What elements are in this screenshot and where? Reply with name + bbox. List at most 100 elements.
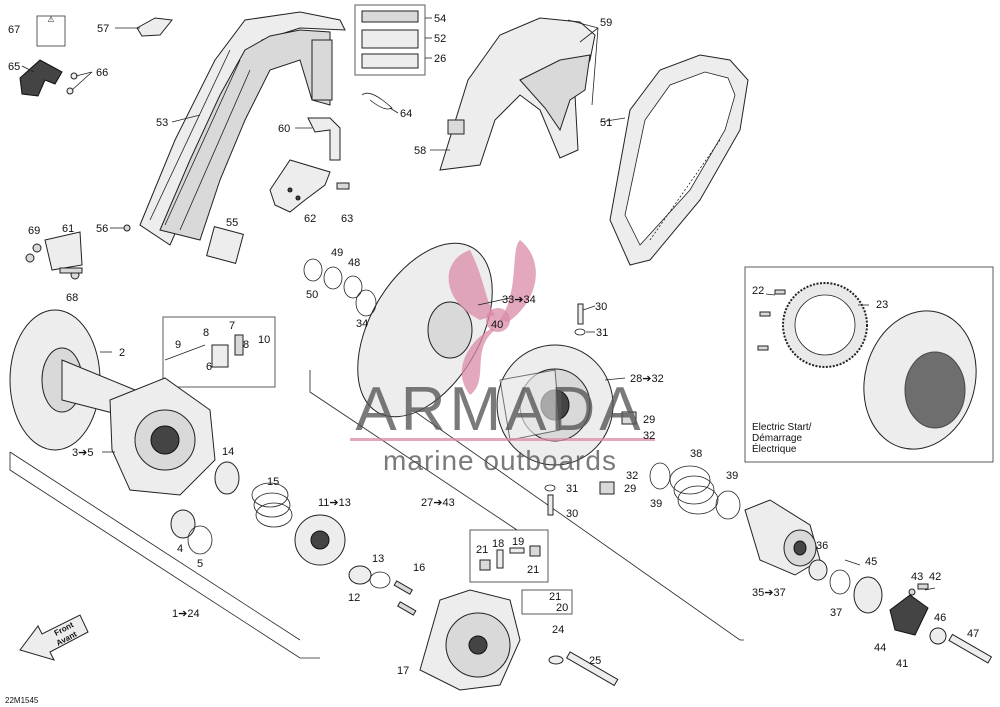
fixed-sheave [9, 309, 149, 451]
label-2: 2 [119, 347, 125, 359]
cover-17 [419, 589, 521, 691]
label-32b: 32 [626, 470, 638, 482]
label-6: 6 [206, 361, 212, 373]
label-24: 24 [552, 624, 564, 636]
label-40: 40 [491, 319, 503, 331]
electric-start-line2: Démarrage [752, 433, 802, 444]
screw-63 [336, 182, 350, 190]
label-28: 28➔32 [630, 373, 664, 385]
label-1: 1➔24 [172, 608, 200, 620]
bracket-62 [269, 159, 331, 213]
label-5: 5 [197, 558, 203, 570]
label-21c: 21 [549, 591, 561, 603]
label-8a: 8 [203, 327, 209, 339]
label-66: 66 [96, 67, 108, 79]
label-23: 23 [876, 299, 888, 311]
watermark-title: ARMADA [355, 375, 644, 444]
decal-54 [361, 10, 419, 23]
bracket-61 [44, 231, 83, 271]
label-14: 14 [222, 446, 234, 458]
assembly-group-lines [9, 370, 744, 659]
label-21a: 21 [476, 544, 488, 556]
label-55: 55 [226, 217, 238, 229]
label-19: 19 [512, 536, 524, 548]
label-20: 20 [556, 602, 568, 614]
label-43: 43 [911, 571, 923, 583]
bolt-25 [565, 651, 619, 687]
label-18: 18 [492, 538, 504, 550]
washer-50 [303, 258, 323, 282]
movable-sheave [109, 377, 216, 496]
label-42: 42 [929, 571, 941, 583]
electric-start-line3: Électrique [752, 442, 797, 455]
driven-movable-sheave [496, 344, 614, 466]
ring-5 [187, 525, 213, 555]
label-16: 16 [413, 562, 425, 574]
label-46: 46 [934, 612, 946, 624]
label-52: 52 [434, 33, 446, 45]
bushing-kit-box [521, 589, 573, 615]
label-65: 65 [8, 61, 20, 73]
watermark-subtitle: marine outboards [383, 445, 617, 476]
decal-67-mark: ⚠ [47, 15, 54, 24]
label-58: 58 [414, 145, 426, 157]
label-59: 59 [600, 17, 612, 29]
clip-57 [136, 17, 173, 37]
label-36: 36 [816, 540, 828, 552]
seal-14 [214, 461, 240, 495]
label-38: 38 [690, 448, 702, 460]
label-29b: 29 [624, 483, 636, 495]
label-61: 61 [62, 223, 74, 235]
label-63: 63 [341, 213, 353, 225]
spider-assembly [294, 514, 346, 566]
label-4: 4 [177, 543, 183, 555]
label-51: 51 [600, 117, 612, 129]
label-50: 50 [306, 289, 318, 301]
label-35: 35➔37 [752, 587, 786, 599]
label-3: 3➔5 [72, 447, 93, 459]
washer-24 [548, 655, 564, 665]
label-34: 34 [356, 318, 368, 330]
label-12: 12 [348, 592, 360, 604]
label-68: 68 [66, 292, 78, 304]
washer-39b [715, 490, 741, 520]
hair-pin-64 [361, 92, 393, 110]
label-22: 22 [752, 285, 764, 297]
label-39a: 39 [650, 498, 662, 510]
drive-belt [609, 54, 749, 266]
label-17: 17 [397, 665, 409, 677]
washer-46 [929, 627, 947, 645]
label-56: 56 [96, 223, 108, 235]
cam-assembly [744, 499, 821, 576]
washer-48 [343, 275, 363, 299]
label-25: 25 [589, 655, 601, 667]
label-45: 45 [865, 556, 877, 568]
belt-guard-cover [439, 17, 596, 171]
bushing-4 [170, 509, 196, 539]
label-60: 60 [278, 123, 290, 135]
label-62: 62 [304, 213, 316, 225]
armada-watermark: ARMADA marine outboards [350, 240, 655, 476]
diagram-code: 22M1545 [5, 696, 39, 705]
spring-38 [669, 465, 719, 515]
label-10: 10 [258, 334, 270, 346]
part-labels: 67 57 54 52 26 59 65 66 53 64 60 51 58 6… [8, 13, 979, 677]
leader-lines [21, 17, 936, 591]
bracket-65 [19, 59, 63, 97]
label-13: 13 [372, 553, 384, 565]
label-49: 49 [331, 247, 343, 259]
washer-45 [853, 576, 883, 614]
front-direction-arrow: Front Avant [19, 614, 89, 661]
label-31a: 31 [596, 327, 608, 339]
label-48: 48 [348, 257, 360, 269]
decal-26 [361, 53, 419, 69]
label-21b: 21 [527, 564, 539, 576]
label-33: 33➔34 [502, 294, 536, 306]
ring-13 [369, 571, 391, 589]
label-30b: 30 [566, 508, 578, 520]
label-26: 26 [434, 53, 446, 65]
bushing-36 [808, 559, 828, 581]
decal-52 [361, 29, 419, 49]
washer-49 [323, 266, 343, 290]
label-29a: 29 [643, 414, 655, 426]
